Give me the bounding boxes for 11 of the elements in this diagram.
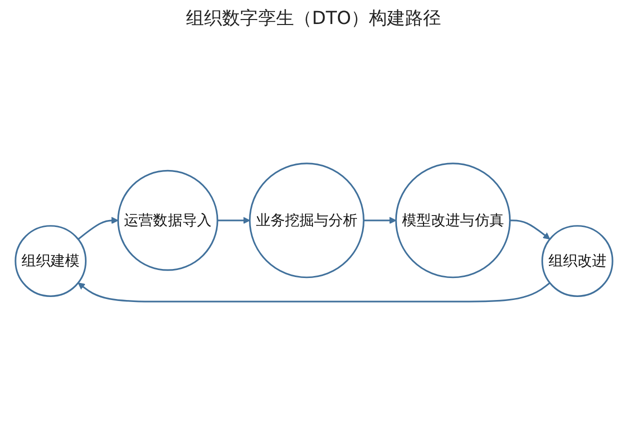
- node-circle: 业务挖掘与分析: [248, 163, 364, 279]
- node-circle: 运营数据导入: [116, 170, 218, 272]
- node-circle: 模型改进与仿真: [394, 163, 510, 279]
- arrow: [77, 217, 118, 240]
- arrow: [77, 282, 550, 303]
- arrow: [509, 220, 550, 240]
- node-circle: 组织建模: [14, 226, 86, 298]
- arrow: [216, 217, 250, 224]
- node-circle: 组织改进: [540, 226, 613, 298]
- arrow: [363, 217, 396, 224]
- diagram-title-label: 组织数字孪生（DTO）构建路径: [186, 7, 442, 30]
